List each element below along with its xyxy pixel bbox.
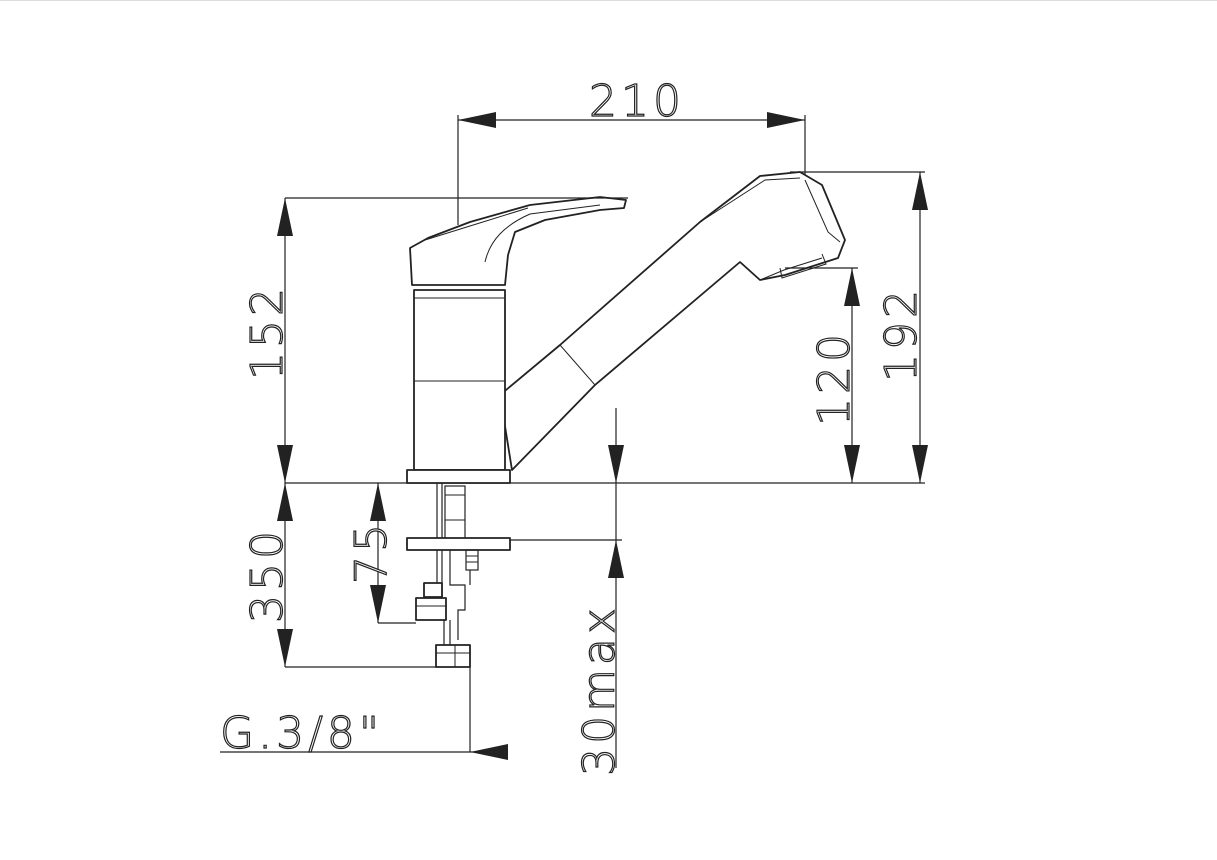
dimension-total-height: 192 [790,171,928,483]
hose-length-label: 350 [242,527,293,623]
dimension-shank: 75 [345,483,416,624]
shank-label: 75 [346,520,397,584]
dimension-hose-length: 350 [241,483,437,668]
dimension-height: 152 [241,197,628,483]
faucet-body [406,171,846,484]
base-flange [406,469,511,484]
counter-thickness-label: 30max [574,604,625,776]
hose-connector-lower [435,644,471,668]
spout-outline [499,171,846,471]
dimension-spout-height: 120 [785,267,861,483]
width-label: 210 [589,76,685,127]
dimension-counter-thickness: 30max [510,408,626,777]
thread-callout: G.3/8" [219,667,508,760]
height-label: 152 [242,284,293,380]
hose-connector-upper [423,582,443,598]
total-height-label: 192 [876,286,927,382]
top-border [0,0,1217,1]
thread-label: G.3/8" [220,708,383,759]
lever-handle [409,196,627,286]
faucet-column [413,289,506,471]
spout-height-label: 120 [809,330,860,426]
mounting-plate [406,537,511,551]
dimension-width: 210 [457,75,806,225]
mounting-hardware [406,483,511,668]
